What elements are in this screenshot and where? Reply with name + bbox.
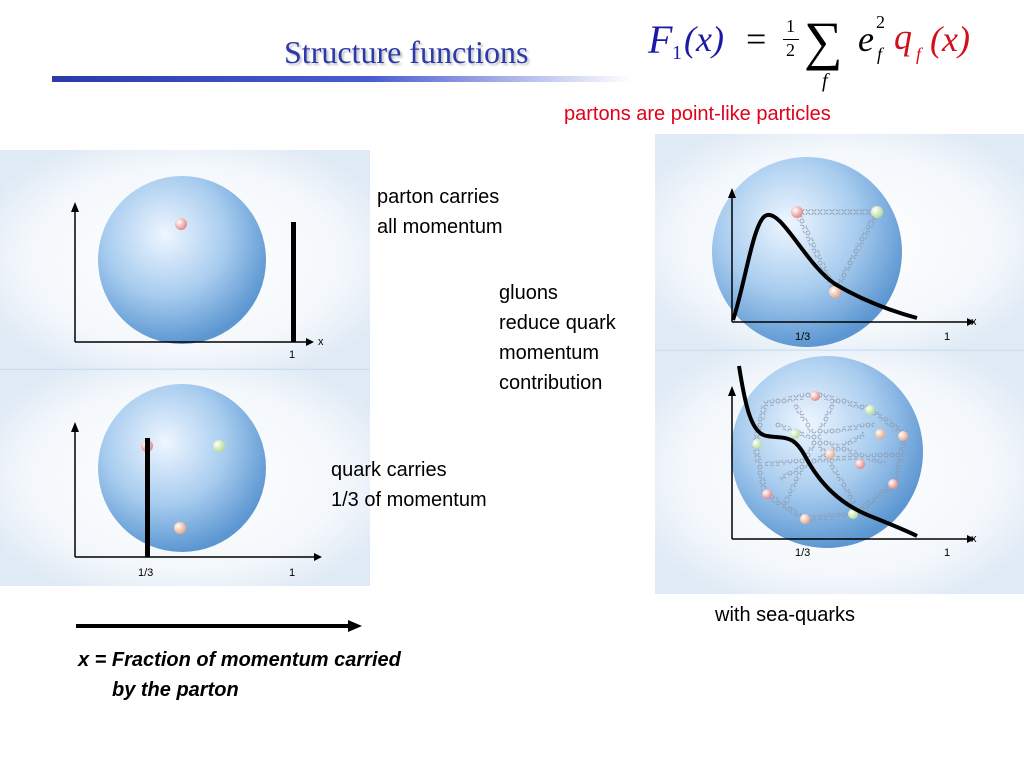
formula-q: q (894, 17, 912, 57)
x-definition-caption: x = Fraction of momentum carried by the … (78, 645, 401, 705)
quark-ball-r2 (871, 206, 883, 218)
formula-F: F (648, 17, 673, 62)
proton-sphere-3 (712, 157, 902, 347)
formula-half-bar (783, 39, 799, 40)
right-plots-panel: x 1/3 1 x 1/3 (655, 134, 1024, 594)
quark-third-line-1: quark carries (331, 459, 447, 481)
formula-x-arg-2: (x) (930, 19, 970, 59)
slide-title: Structure functions (284, 34, 529, 70)
caption-line-1: x = Fraction of momentum carried (78, 649, 401, 671)
left-plots-panel: x 1 1/3 1 (0, 150, 370, 586)
delta-spike-at-1 (291, 222, 296, 342)
gluons-line-1: gluons (499, 282, 558, 304)
quark-ball (175, 218, 187, 230)
y-axis-arrow (71, 202, 79, 212)
x-axis-arrow-2 (314, 553, 322, 561)
proton-sphere-2 (98, 384, 266, 552)
formula-q-subscript: f (916, 44, 922, 64)
title-underline (52, 76, 632, 82)
formula-e-subscript: f (877, 44, 883, 64)
tick-1-label-2: 1 (289, 567, 295, 579)
x-axis-label-4: x (971, 533, 977, 545)
x-axis-arrow-4 (967, 535, 975, 543)
formula-equals: = (746, 19, 767, 59)
x-axis-arrow-3 (967, 318, 975, 326)
tick-third-label: 1/3 (138, 567, 153, 579)
sea-quark-balls (752, 391, 908, 524)
gluons-line-3: momentum (499, 342, 600, 364)
formula-sum-sign: ∑ (804, 11, 843, 71)
quark-third-line-2: 1/3 of momentum (331, 489, 487, 511)
sea-quark-distribution-curve (737, 365, 918, 538)
quark-ball-3 (174, 522, 186, 534)
parton-all-line-1: parton carries (377, 186, 500, 208)
tick-1-label-3: 1 (944, 331, 950, 343)
momentum-arrow (76, 620, 362, 632)
x-axis-label: x (318, 336, 324, 348)
tick-third-label-4: 1/3 (795, 547, 810, 559)
formula-sum-index: f (822, 70, 828, 92)
sea-quarks-label: with sea-quarks (715, 604, 856, 626)
y-axis-arrow-4 (728, 386, 736, 396)
quark-ball-r1 (791, 206, 803, 218)
caption-line-2: by the parton (112, 679, 239, 701)
tick-1-label: 1 (289, 349, 295, 361)
formula-half-denominator: 2 (786, 40, 795, 60)
x-axis-arrow (306, 338, 314, 346)
gluons-line-2: reduce quark (499, 312, 616, 334)
quark-ball-r3 (829, 286, 841, 298)
x-axis-label-3: x (971, 316, 977, 328)
quark-third-label: quark carries 1/3 of momentum (331, 455, 487, 515)
structure-function-formula: F 1 (x) = 1 2 ∑ f e 2 f q f (x) (648, 10, 988, 100)
delta-spike-at-third (145, 438, 150, 557)
quark-ball-2 (213, 440, 225, 452)
formula-F-subscript: 1 (672, 42, 682, 64)
y-axis-arrow-3 (728, 188, 736, 198)
tick-third-label-3: 1/3 (795, 331, 810, 343)
parton-all-line-2: all momentum (377, 216, 503, 238)
gluons-label: gluons reduce quark momentum contributio… (499, 278, 616, 398)
left-plots-figure: x 1 1/3 1 (0, 150, 370, 586)
gluon-line-3 (832, 210, 880, 294)
tick-1-label-4: 1 (944, 547, 950, 559)
smeared-distribution-curve (731, 212, 918, 321)
right-plots-figure: x 1/3 1 x 1/3 (655, 134, 1024, 594)
parton-all-momentum-label: parton carries all momentum (377, 182, 503, 242)
gluons-line-4: contribution (499, 372, 603, 394)
formula-half-numerator: 1 (786, 16, 795, 36)
formula-e-superscript: 2 (876, 12, 885, 32)
y-axis-arrow-2 (71, 422, 79, 432)
proton-sphere (98, 176, 266, 344)
formula-e: e (858, 19, 874, 59)
point-like-note: partons are point-like particles (564, 103, 831, 125)
formula-x-arg: (x) (684, 19, 724, 59)
